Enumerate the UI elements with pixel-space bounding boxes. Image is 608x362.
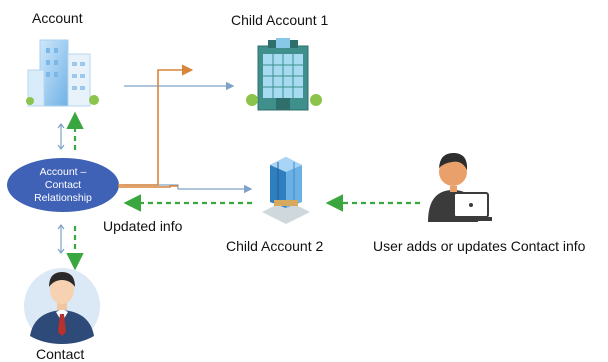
contact-label: Contact	[36, 346, 85, 362]
account-label: Account	[32, 10, 83, 26]
blue-bidirectional-arrow-bottom	[57, 224, 65, 254]
office-building-icon	[26, 39, 99, 107]
orange-line-relationship-to-child2	[118, 185, 178, 188]
skyscraper-icon	[262, 157, 310, 224]
relationship-label-line-2: Contact	[44, 178, 82, 191]
relationship-label: Account – Contact Relationship	[8, 158, 118, 212]
child-account-2-label: Child Account 2	[226, 238, 324, 254]
user-action-label: User adds or updates Contact info	[373, 238, 586, 254]
contact-avatar-icon	[24, 268, 100, 344]
corporate-building-icon	[246, 38, 322, 111]
relationship-ellipse	[7, 158, 119, 212]
relationship-label-line-3: Relationship	[34, 191, 92, 204]
user-laptop-icon	[428, 152, 492, 222]
blue-bidirectional-arrow-top	[57, 123, 65, 150]
updated-info-label: Updated info	[103, 218, 183, 234]
child-account-1-label: Child Account 1	[231, 12, 329, 28]
relationship-label-line-1: Account –	[39, 165, 87, 178]
orange-line-relationship-to-child1	[118, 64, 194, 186]
